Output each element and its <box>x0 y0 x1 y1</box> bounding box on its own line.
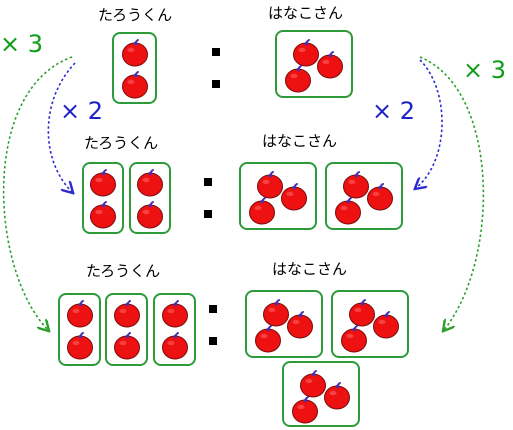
row1-right-unit-box-apple-3 <box>283 64 313 94</box>
mult-left-times3: × 3 <box>0 30 44 58</box>
row3-left-unit-box-2-apple-2 <box>112 331 142 361</box>
row3-ratio-colon <box>209 305 217 345</box>
row3-left-unit-box-2 <box>105 293 148 366</box>
row1-right-unit-box-apple-1 <box>291 38 321 68</box>
row3-left-unit-box-3-apple-2 <box>160 331 190 361</box>
row1-left-unit-box-apple-2 <box>120 70 150 100</box>
row1-left-unit-box <box>112 32 157 104</box>
row2-right-unit-box-1 <box>239 162 317 230</box>
row2-left-unit-box-1-apple-2 <box>88 200 118 230</box>
mult-left-times2: × 2 <box>60 97 104 125</box>
row3-left-unit-box-2-apple-1 <box>112 299 142 329</box>
row2-left-unit-box-2-apple-2 <box>135 200 165 230</box>
row2-right-unit-box-1-apple-1 <box>255 170 285 200</box>
row3-right-unit-box-2 <box>331 290 409 358</box>
row3-right-unit-box-1-apple-3 <box>253 324 283 354</box>
row2-left-unit-box-2 <box>129 162 171 234</box>
row3-right-unit-box-3 <box>282 361 360 427</box>
row3-right-unit-box-2-apple-2 <box>371 310 401 340</box>
row2-left-unit-box-1 <box>82 162 124 234</box>
row3-left-unit-box-1-apple-1 <box>65 299 95 329</box>
row3-right-label: はなこさん <box>272 260 348 278</box>
row2-right-unit-box-2-apple-1 <box>341 170 371 200</box>
row2-left-unit-box-2-apple-1 <box>135 168 165 198</box>
row3-right-unit-box-1-apple-1 <box>261 298 291 328</box>
row3-right-unit-box-1-apple-2 <box>285 310 315 340</box>
row1-left-unit-box-apple-1 <box>120 38 150 68</box>
row2-right-unit-box-1-apple-3 <box>247 196 277 226</box>
row3-left-label: たろうくん <box>86 262 161 280</box>
mult-right-times3: × 3 <box>463 56 507 84</box>
row1-left-label: たろうくん <box>98 6 173 24</box>
row2-right-label: はなこさん <box>262 132 338 150</box>
row3-right-unit-box-3-apple-2 <box>322 381 352 411</box>
row1-right-unit-box <box>275 30 353 98</box>
row2-right-unit-box-1-apple-2 <box>279 182 309 212</box>
row3-left-unit-box-3-apple-1 <box>160 299 190 329</box>
row3-left-unit-box-1-apple-2 <box>65 331 95 361</box>
row3-right-unit-box-2-apple-3 <box>339 324 369 354</box>
row2-right-unit-box-2-apple-3 <box>333 196 363 226</box>
arrow-right-times3 <box>419 56 485 330</box>
row1-right-unit-box-apple-2 <box>315 50 345 80</box>
arrow-left-times2 <box>47 62 76 192</box>
row2-left-label: たろうくん <box>84 134 159 152</box>
mult-right-times2: × 2 <box>372 97 416 125</box>
row3-right-unit-box-3-apple-1 <box>298 369 328 399</box>
row2-right-unit-box-2 <box>325 162 403 230</box>
row3-left-unit-box-3 <box>153 293 196 366</box>
row3-right-unit-box-1 <box>245 290 323 358</box>
row1-ratio-colon <box>212 48 220 88</box>
arrow-left-times3 <box>2 56 73 330</box>
row3-right-unit-box-2-apple-1 <box>347 298 377 328</box>
row2-right-unit-box-2-apple-2 <box>365 182 395 212</box>
row2-ratio-colon <box>204 178 212 218</box>
row3-left-unit-box-1 <box>58 293 101 366</box>
arrow-right-times2 <box>416 59 443 188</box>
row2-left-unit-box-1-apple-1 <box>88 168 118 198</box>
row3-right-unit-box-3-apple-3 <box>290 395 320 425</box>
row1-right-label: はなこさん <box>268 4 344 22</box>
